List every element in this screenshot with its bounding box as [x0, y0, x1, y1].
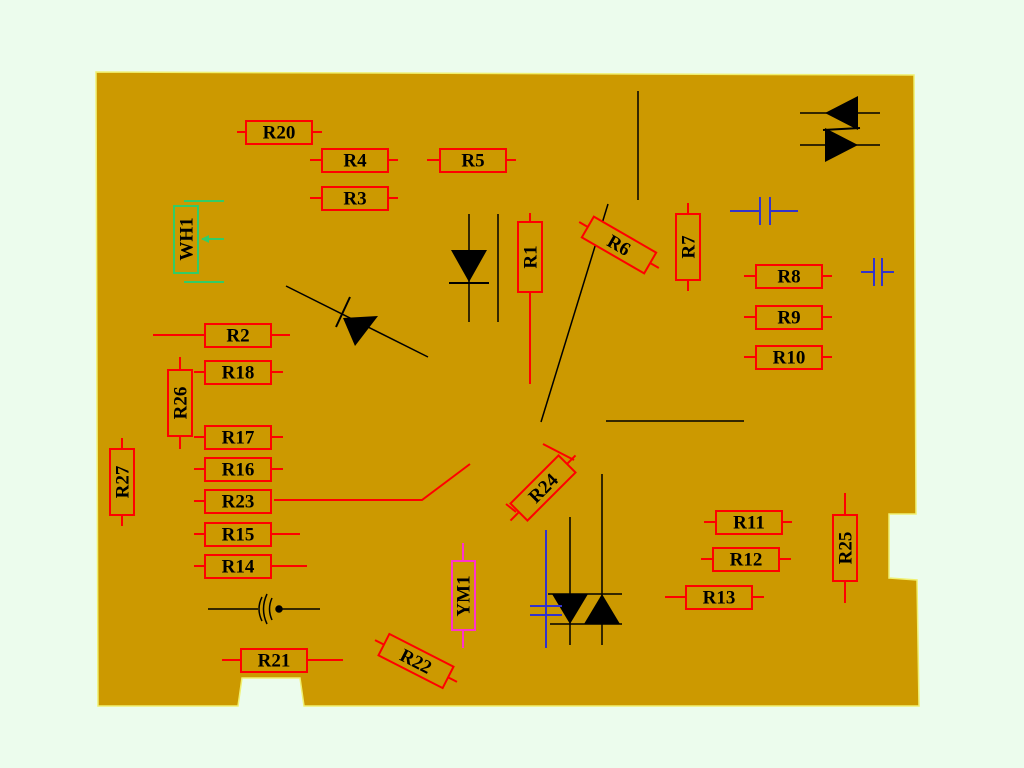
resistor-R22: R22	[374, 632, 458, 690]
resistor-label-R4: R4	[343, 151, 367, 172]
resistor-R3: R3	[310, 186, 398, 211]
resistor-R17: R17	[194, 425, 283, 450]
resistor-R18: R18	[194, 360, 283, 385]
resistor-label-R5: R5	[461, 151, 484, 172]
resistor-label-R13: R13	[703, 588, 736, 609]
resistor-R5: R5	[427, 148, 516, 173]
resistor-label-R27: R27	[113, 465, 134, 498]
capacitor-icon	[861, 258, 894, 286]
pcb-board	[95, 71, 920, 707]
resistor-R9: R9	[744, 305, 832, 330]
resistor-label-R1: R1	[521, 245, 542, 268]
resistor-R16: R16	[194, 457, 283, 482]
diode-icon	[449, 214, 489, 322]
resistor-R27: R27	[109, 438, 135, 526]
resistor-R11: R11	[704, 510, 792, 535]
resistor-label-R26: R26	[171, 387, 192, 420]
resistor-label-R12: R12	[730, 550, 763, 571]
resistor-label-R8: R8	[777, 267, 800, 288]
resistor-label-R17: R17	[222, 428, 255, 449]
resistor-R21: R21	[222, 648, 343, 673]
resistor-R10: R10	[744, 345, 832, 370]
resistor-label-R18: R18	[222, 363, 255, 384]
capacitor-icon	[530, 530, 562, 648]
r24-lead	[542, 443, 575, 461]
resistor-R23: R23	[194, 489, 272, 514]
resistor-label-R23: R23	[222, 492, 255, 513]
red-traces	[274, 292, 531, 501]
buzzer-YM1: YM1	[451, 543, 476, 648]
resistor-R2: R2	[153, 323, 290, 348]
resistor-R14: R14	[194, 554, 307, 579]
resistor-label-R25: R25	[836, 532, 857, 565]
resistor-R20: R20	[237, 120, 322, 145]
r24-lead-lower	[505, 503, 517, 513]
resistor-label-R10: R10	[773, 348, 806, 369]
resistor-R13: R13	[665, 585, 764, 610]
resistor-R25: R25	[832, 493, 858, 603]
resistor-label-R20: R20	[263, 123, 296, 144]
resistor-label-R11: R11	[733, 513, 765, 534]
resistor-label-R2: R2	[226, 326, 249, 347]
arrow-icon	[201, 235, 209, 243]
buzzer-icon	[208, 593, 320, 625]
triac-icon	[548, 474, 622, 645]
resistor-R7: R7	[675, 203, 701, 291]
resistor-R8: R8	[744, 264, 832, 289]
potentiometer-WH1: WH1	[173, 200, 224, 283]
resistor-label-R14: R14	[222, 557, 255, 578]
resistor-label-R15: R15	[222, 525, 255, 546]
component-label-WH1: WH1	[177, 217, 198, 260]
resistor-label-R7: R7	[679, 235, 700, 259]
resistor-R1: R1	[517, 213, 543, 297]
resistor-label-R16: R16	[222, 460, 255, 481]
diode-icon	[285, 285, 429, 358]
resistor-R15: R15	[194, 522, 300, 547]
component-label-YM1: YM1	[454, 575, 475, 616]
resistor-R24: R24	[509, 454, 577, 522]
resistor-label-R21: R21	[258, 651, 291, 672]
resistor-label-R9: R9	[777, 308, 800, 329]
resistor-R12: R12	[701, 547, 791, 572]
resistor-R26: R26	[167, 357, 193, 449]
triac-icon	[800, 96, 880, 162]
resistor-label-R3: R3	[343, 189, 366, 210]
resistor-R4: R4	[310, 148, 398, 173]
capacitor-icon	[730, 197, 798, 225]
